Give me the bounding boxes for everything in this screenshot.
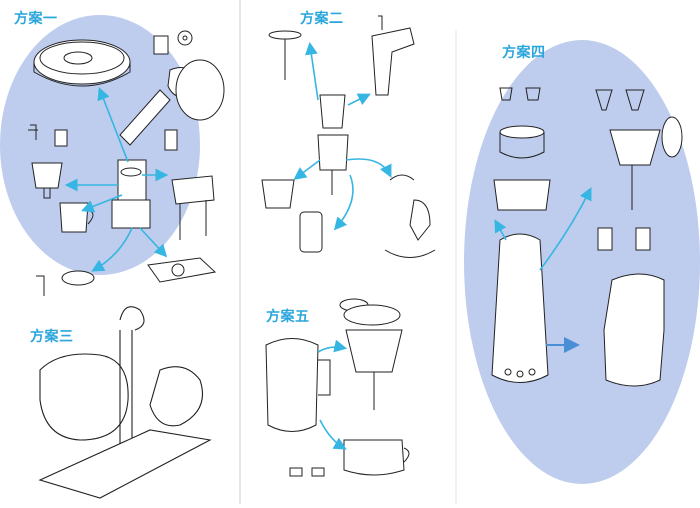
scheme-2-title: 方案二 bbox=[300, 11, 344, 27]
scheme-1-title: 方案一 bbox=[14, 11, 58, 27]
scheme-3-sketch bbox=[38, 306, 212, 499]
scheme-1-sketches bbox=[28, 30, 225, 296]
scheme-4-title: 方案四 bbox=[502, 45, 546, 61]
scheme-4-sketches bbox=[491, 87, 683, 387]
scheme-5-title: 方案五 bbox=[266, 309, 310, 325]
scheme-3-title: 方案三 bbox=[30, 329, 74, 345]
scheme-5-sketches bbox=[265, 298, 410, 477]
scheme-5-arrows bbox=[317, 339, 348, 450]
scheme-2-sketches bbox=[261, 15, 436, 258]
scheme-1-arrows bbox=[64, 87, 169, 272]
scheme-2-arrows bbox=[293, 41, 392, 231]
scheme-4-arrows bbox=[494, 187, 592, 271]
